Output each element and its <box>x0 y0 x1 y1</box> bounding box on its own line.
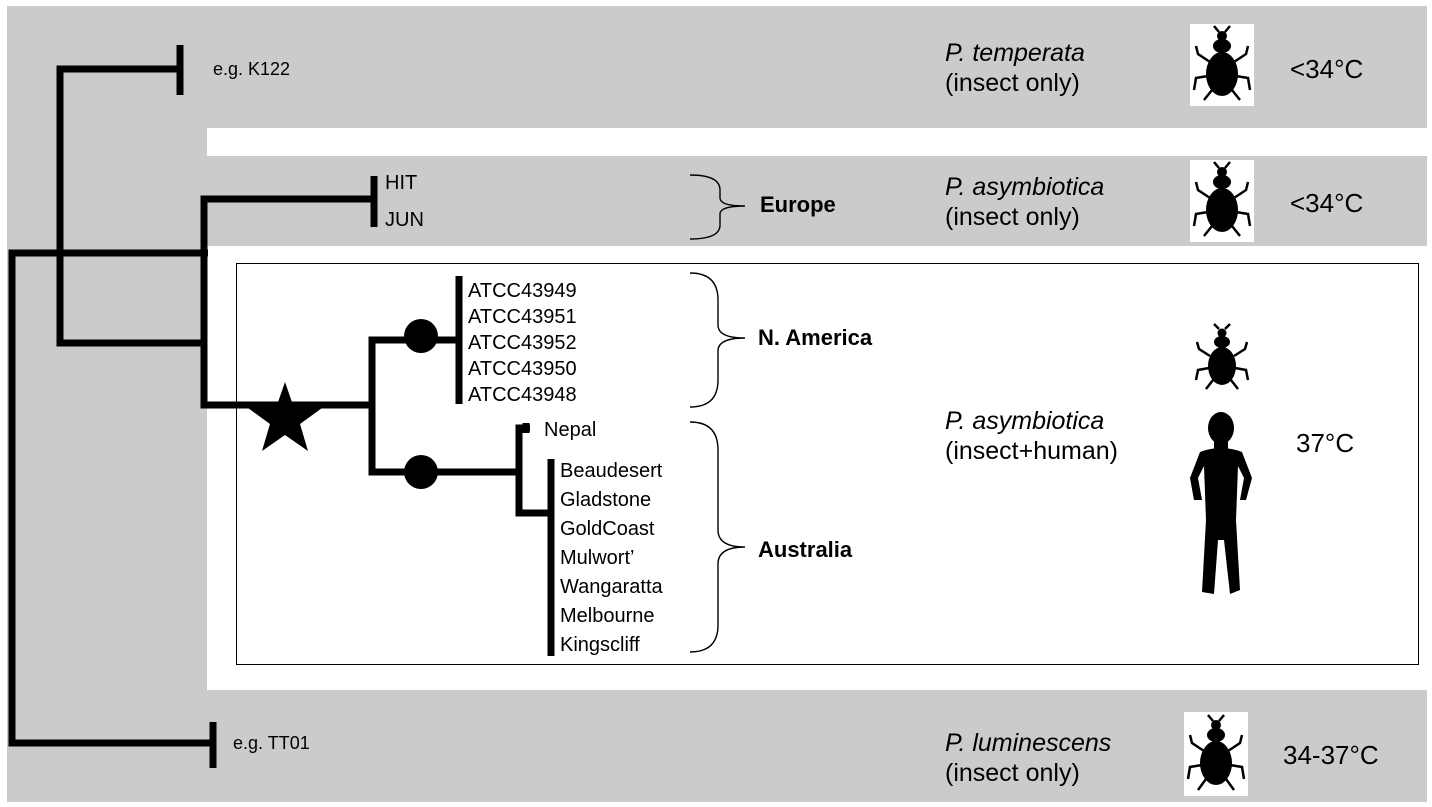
strain-label: ATCC43951 <box>468 306 577 328</box>
strain-label: ATCC43949 <box>468 280 577 302</box>
region-label-north-america: N. America <box>758 325 873 350</box>
strain-label: HIT <box>385 172 418 194</box>
species-label-human: P. asymbiotica(insect+human) <box>945 407 1118 465</box>
beetle-icon <box>1190 160 1254 242</box>
star-icon <box>248 382 322 451</box>
tree-branch <box>56 65 205 347</box>
strain-label: ATCC43948 <box>468 384 577 406</box>
species-label-temperata: P. temperata(insect only) <box>945 39 1085 97</box>
region-label-europe: Europe <box>760 192 836 217</box>
strain-label: e.g. K122 <box>213 59 291 79</box>
strain-label: GoldCoast <box>560 518 655 540</box>
europe-bracket <box>689 174 746 240</box>
na-bracket <box>689 272 746 408</box>
strain-label: Gladstone <box>560 489 652 511</box>
species-label-europe: P. asymbiotica(insect only) <box>945 173 1105 231</box>
beetle-icon <box>1190 24 1254 106</box>
strain-label: Beaudesert <box>560 460 663 482</box>
strain-label: Mulwort’ <box>560 547 635 569</box>
strain-label: ATCC43952 <box>468 332 577 354</box>
temperature-label: 37°C <box>1296 428 1355 458</box>
region-label-australia: Australia <box>758 537 853 562</box>
australia-bracket <box>689 421 746 653</box>
strain-label: Kingscliff <box>560 634 640 656</box>
strain-label: JUN <box>385 209 424 231</box>
node-dot-icon <box>404 319 438 353</box>
strain-label: Wangaratta <box>560 576 663 598</box>
temperature-label: <34°C <box>1290 54 1364 84</box>
species-label-luminescens: P. luminescens(insect only) <box>945 729 1112 787</box>
beetle-icon <box>1184 712 1248 796</box>
tree-branch <box>200 195 372 409</box>
strain-label: e.g. TT01 <box>233 733 310 753</box>
temperature-label: <34°C <box>1290 188 1364 218</box>
strain-label: Nepal <box>544 419 597 441</box>
human-silhouette-icon <box>1190 412 1252 594</box>
strain-label: ATCC43950 <box>468 358 577 380</box>
row-band-left <box>7 128 207 690</box>
temperature-label: 34-37°C <box>1283 740 1379 770</box>
beetle-icon <box>1190 322 1254 392</box>
strain-label: Melbourne <box>560 605 655 627</box>
node-dot-icon <box>404 455 438 489</box>
tree-branch <box>8 249 210 747</box>
